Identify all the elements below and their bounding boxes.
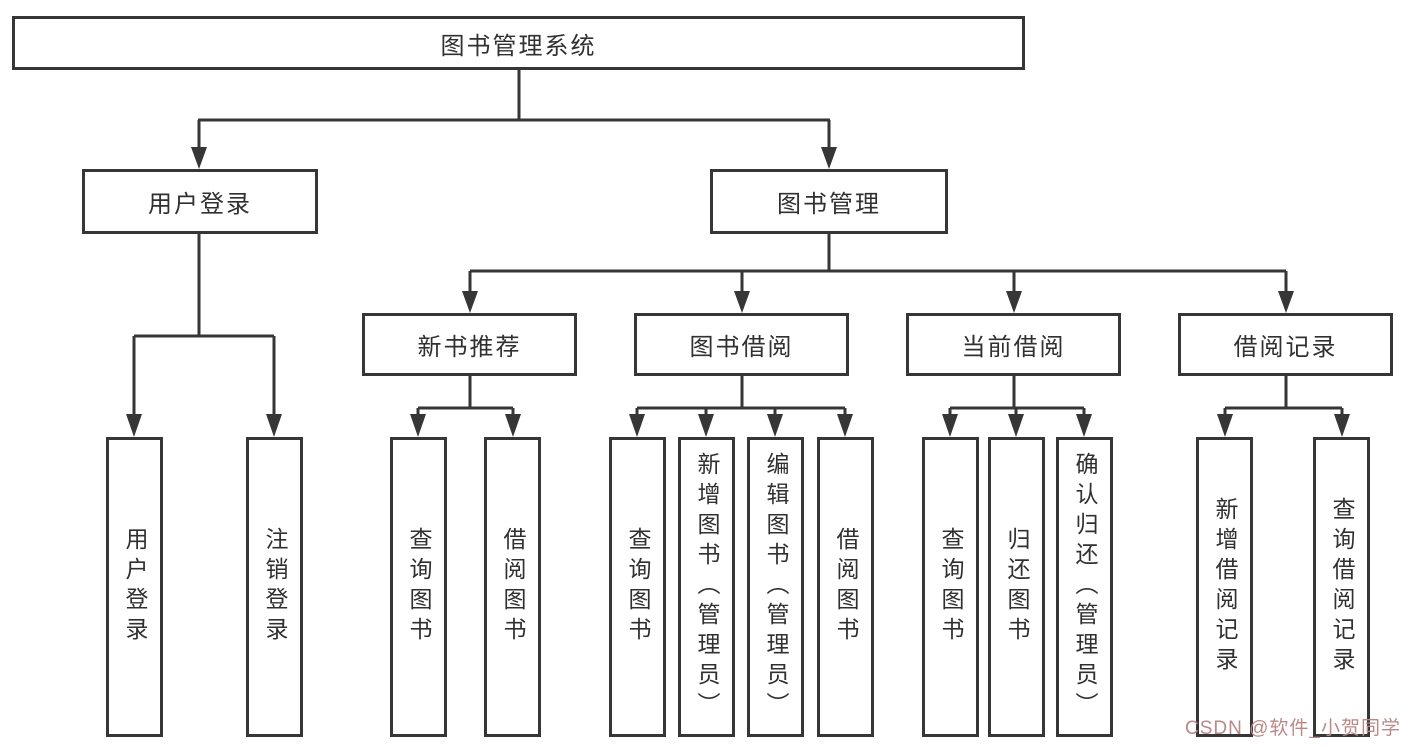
csdn-watermark: CSDN @软件_小贺同学: [1185, 718, 1401, 739]
node-borrow-records-label: 借阅记录: [1233, 334, 1338, 361]
node-current-borrow-label: 当前借阅: [961, 334, 1066, 361]
leaf-edit-book-admin-label: 编辑图书（管理员）: [763, 452, 789, 722]
leaf-user-login-label: 用户登录: [122, 527, 148, 647]
leaf-logout: 注销登录: [246, 437, 303, 737]
node-book-borrow-label: 图书借阅: [689, 334, 794, 361]
node-current-borrow: 当前借阅: [906, 313, 1121, 376]
leaf-query-books-borrow: 查询图书: [609, 437, 666, 737]
leaf-return-book: 归还图书: [988, 437, 1045, 737]
leaf-add-borrow-record: 新增借阅记录: [1196, 437, 1253, 737]
leaf-query-books-recommend: 查询图书: [390, 437, 447, 737]
leaf-add-book-admin: 新增图书（管理员）: [678, 437, 735, 737]
leaf-add-borrow-record-label: 新增借阅记录: [1212, 497, 1238, 677]
leaf-add-book-admin-label: 新增图书（管理员）: [694, 452, 720, 722]
leaf-query-books-current-label: 查询图书: [938, 527, 964, 647]
node-borrow-records: 借阅记录: [1178, 313, 1393, 376]
node-new-book-recommend: 新书推荐: [362, 313, 577, 376]
node-book-borrow: 图书借阅: [634, 313, 849, 376]
node-book-management-branch-label: 图书管理: [777, 191, 881, 218]
node-user-login-branch: 用户登录: [82, 169, 318, 234]
leaf-query-books-borrow-label: 查询图书: [625, 527, 651, 647]
node-user-login-branch-label: 用户登录: [148, 191, 252, 218]
leaf-borrow-books-recommend-label: 借阅图书: [500, 527, 526, 647]
leaf-user-login: 用户登录: [106, 437, 163, 737]
leaf-borrow-books-recommend: 借阅图书: [484, 437, 541, 737]
node-root-label: 图书管理系统: [440, 32, 597, 60]
leaf-query-borrow-record-label: 查询借阅记录: [1329, 497, 1355, 677]
node-new-book-recommend-label: 新书推荐: [417, 334, 522, 361]
leaf-borrow-books-label: 借阅图书: [833, 527, 859, 647]
leaf-borrow-books: 借阅图书: [817, 437, 874, 737]
leaf-query-books-recommend-label: 查询图书: [406, 527, 432, 647]
tree-edges: [132, 70, 1344, 418]
leaf-query-books-current: 查询图书: [922, 437, 979, 737]
leaf-query-borrow-record: 查询借阅记录: [1313, 437, 1370, 737]
leaf-edit-book-admin: 编辑图书（管理员）: [747, 437, 804, 737]
node-root: 图书管理系统: [12, 16, 1025, 70]
arrowhead-icons: [126, 147, 1350, 437]
node-book-management-branch: 图书管理: [710, 169, 948, 234]
leaf-confirm-return-admin-label: 确认归还（管理员）: [1072, 452, 1098, 722]
leaf-return-book-label: 归还图书: [1004, 527, 1030, 647]
leaf-logout-label: 注销登录: [262, 527, 288, 647]
leaf-confirm-return-admin: 确认归还（管理员）: [1056, 437, 1113, 737]
